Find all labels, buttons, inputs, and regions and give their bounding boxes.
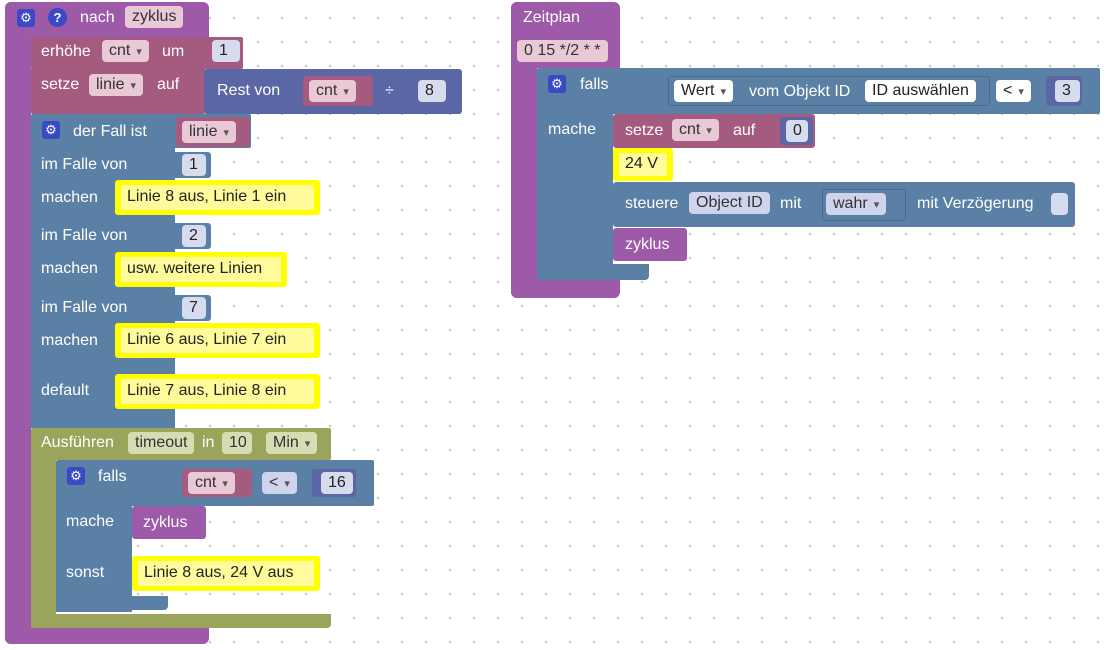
timeout-label: Ausführen: [41, 434, 114, 451]
switch-footer: [31, 414, 175, 428]
call-zyklus-block-right[interactable]: [613, 228, 687, 261]
timeout-rail: [31, 458, 56, 628]
switch-var-dropdown[interactable]: linie: [182, 121, 236, 143]
control-with-label: mit: [780, 195, 802, 212]
modulo-op: ÷: [385, 82, 394, 99]
compare-op-dropdown[interactable]: <: [262, 472, 297, 494]
if-op-dropdown[interactable]: <: [996, 80, 1031, 102]
compare-var-dropdown[interactable]: cnt: [188, 472, 235, 494]
event-left-rail: [5, 2, 31, 644]
modulo-var-dropdown[interactable]: cnt: [309, 80, 356, 102]
control-label: steuere: [625, 195, 679, 212]
case-value-2[interactable]: 2: [182, 225, 206, 247]
case-label-2: im Falle von: [41, 227, 128, 244]
call-zyklus-label: zyklus: [143, 514, 188, 531]
set-cnt-label: setze: [625, 122, 664, 139]
timeout-value-field[interactable]: 10: [222, 432, 252, 454]
help-icon[interactable]: ?: [48, 8, 67, 27]
if-footer: [537, 264, 649, 280]
inner-if-label: falls: [98, 468, 127, 485]
comment-text: Linie 8 aus, Linie 1 ein: [127, 188, 287, 205]
case-do-label-1: machen: [41, 189, 98, 206]
value-dropdown[interactable]: Wert: [674, 80, 734, 102]
case-do-label-3: machen: [41, 332, 98, 349]
case-value-1[interactable]: 1: [182, 154, 206, 176]
if-label: falls: [580, 76, 609, 93]
call-zyklus-block[interactable]: [132, 506, 206, 539]
gear-icon[interactable]: ⚙: [548, 75, 566, 93]
comment-text: Linie 7 aus, Linie 8 ein: [127, 382, 287, 399]
case-label-3: im Falle von: [41, 299, 128, 316]
timeout-footer: [31, 614, 331, 628]
inner-else-label: sonst: [66, 564, 105, 581]
event-label: nach: [80, 9, 115, 26]
timeout-in-label: in: [202, 434, 215, 451]
set-label: setze: [41, 76, 80, 93]
call-zyklus-right-label: zyklus: [625, 236, 670, 253]
comment-block-case-1[interactable]: Linie 8 aus, Linie 1 ein: [115, 180, 320, 215]
modulo-label: Rest von: [217, 82, 281, 99]
default-label: default: [41, 382, 90, 399]
control-delay-label: mit Verzögerung: [917, 195, 1034, 212]
then-label: mache: [548, 121, 597, 138]
inner-then-label: mache: [66, 513, 115, 530]
comment-text: 24 V: [625, 155, 658, 172]
case-value-3[interactable]: 7: [182, 297, 206, 319]
schedule-title: Zeitplan: [523, 9, 580, 26]
case-label-1: im Falle von: [41, 156, 128, 173]
comment-text: Linie 8 aus, 24 V aus: [144, 564, 294, 581]
gear-icon[interactable]: ⚙: [42, 121, 60, 139]
set-cnt-value[interactable]: 0: [786, 120, 808, 142]
of-object-label: vom Objekt ID: [749, 83, 851, 100]
comment-block-case-3[interactable]: Linie 6 aus, Linie 7 ein: [115, 323, 320, 358]
comment-block-case-2[interactable]: usw. weitere Linien: [115, 252, 287, 287]
function-name-field[interactable]: zyklus: [125, 6, 184, 28]
control-object-field[interactable]: Object ID: [689, 192, 770, 214]
comment-text: Linie 6 aus, Linie 7 ein: [127, 331, 287, 348]
increment-label: erhöhe: [41, 43, 91, 60]
timeout-unit-dropdown[interactable]: Min: [266, 432, 318, 454]
comment-block-24v[interactable]: 24 V: [613, 148, 673, 181]
cron-field[interactable]: 0 15 */2 * *: [517, 40, 608, 62]
set-cnt-var-dropdown[interactable]: cnt: [672, 119, 719, 141]
case-do-label-2: machen: [41, 260, 98, 277]
event-footer-bg: [5, 628, 209, 644]
set-var-dropdown[interactable]: linie: [89, 74, 143, 96]
divisor-value[interactable]: 8: [418, 80, 446, 102]
set-to-label: auf: [157, 76, 180, 93]
if-rail: [537, 112, 613, 280]
increment-var-dropdown[interactable]: cnt: [102, 40, 149, 62]
compare-value[interactable]: 16: [321, 472, 353, 494]
increment-value[interactable]: 1: [212, 40, 240, 62]
switch-title: der Fall ist: [73, 123, 147, 140]
inner-if-rail: [56, 504, 132, 612]
comment-block-else[interactable]: Linie 8 aus, 24 V aus: [132, 556, 320, 591]
object-select-field[interactable]: ID auswählen: [865, 80, 976, 102]
gear-icon[interactable]: ⚙: [17, 9, 35, 27]
delay-checkbox[interactable]: [1051, 193, 1068, 215]
if-compare-value[interactable]: 3: [1055, 80, 1080, 102]
comment-block-default[interactable]: Linie 7 aus, Linie 8 ein: [115, 374, 320, 409]
control-value-dropdown[interactable]: wahr: [826, 193, 887, 215]
set-cnt-to-label: auf: [733, 122, 756, 139]
gear-icon[interactable]: ⚙: [67, 467, 85, 485]
comment-text: usw. weitere Linien: [127, 260, 263, 277]
schedule-footer-bg: [511, 280, 620, 298]
timeout-name-field[interactable]: timeout: [128, 432, 195, 454]
inner-if-footer: [56, 596, 168, 610]
increment-by-label: um: [162, 43, 185, 60]
